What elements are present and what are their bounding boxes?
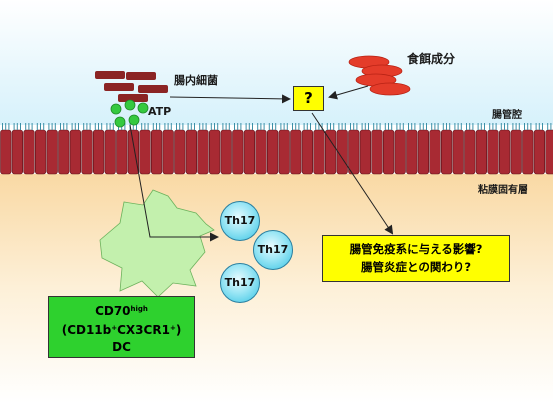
effect-question-line2: 腸管炎症との関わり? — [360, 260, 472, 274]
gut-bacteria-label: 腸内細菌 — [174, 74, 218, 87]
epithelial-cell — [440, 129, 453, 175]
epithelial-cell — [545, 129, 553, 175]
epithelial-cell — [498, 129, 511, 175]
atp-label: ATP — [148, 105, 172, 118]
bacteria-to-question-arrow — [169, 94, 291, 104]
epithelial-cell — [278, 129, 290, 175]
epithelial-cell — [290, 129, 302, 175]
epithelial-cell — [34, 129, 47, 175]
epithelial-cell — [104, 129, 116, 175]
epithelial-cell — [0, 129, 12, 175]
immune-effect-box: 腸管免疫系に与える影響? 腸管炎症との関わり? — [322, 235, 510, 282]
dc-marker-line1: CD70high — [95, 304, 148, 318]
epithelial-cell — [429, 129, 441, 175]
epithelial-cell — [220, 129, 232, 175]
dc-marker-line2: (CD11b+CX3CR1+) — [61, 323, 182, 337]
epithelial-cell — [301, 129, 314, 175]
epithelial-cell — [359, 129, 372, 175]
epithelial-cell — [348, 129, 360, 175]
epithelial-cell — [116, 129, 128, 175]
food-component-icon — [348, 55, 411, 96]
epithelial-cell — [23, 129, 35, 175]
th17-cell-3: Th17 — [220, 263, 260, 303]
lumen-region — [0, 0, 553, 125]
epithelial-cell — [209, 129, 221, 175]
epithelial-cell — [46, 129, 58, 175]
question-to-effect-arrow — [311, 112, 394, 235]
epithelial-cell — [232, 129, 244, 175]
epithelial-cell — [185, 129, 198, 175]
epithelial-cell — [487, 129, 499, 175]
effect-question-line1: 腸管免疫系に与える影響? — [349, 242, 483, 256]
dc-cell-type: DC — [112, 340, 131, 354]
th17-cell-1: Th17 — [220, 201, 260, 241]
epithelial-cell — [266, 129, 279, 175]
epithelial-cell — [394, 129, 406, 175]
lumen-label: 腸管腔 — [492, 110, 522, 121]
epithelium-layer — [0, 123, 553, 175]
epithelial-cell — [151, 129, 163, 175]
epithelial-cell — [464, 129, 476, 175]
epithelial-cell — [475, 129, 488, 175]
question-mark: ? — [304, 89, 313, 107]
epithelial-cell — [69, 129, 81, 175]
epithelial-cell — [406, 129, 418, 175]
epithelial-cell — [313, 129, 325, 175]
epithelial-cell — [452, 129, 464, 175]
unknown-mechanism-box: ? — [293, 86, 324, 111]
epithelial-cell — [174, 129, 186, 175]
dendritic-cell-box: CD70high (CD11b+CX3CR1+) DC — [48, 296, 195, 358]
epithelial-cell — [533, 129, 545, 175]
epithelial-cell — [139, 129, 151, 175]
atp-to-dc-arrow — [129, 124, 219, 242]
epithelial-cell — [93, 129, 105, 175]
th17-label: Th17 — [257, 243, 289, 256]
epithelial-cell — [371, 129, 383, 175]
lamina-propria-label: 粘膜固有層 — [478, 185, 528, 196]
th17-cell-2: Th17 — [253, 230, 293, 270]
epithelial-cell — [417, 129, 430, 175]
epithelial-cell — [382, 129, 395, 175]
food-component-label: 食餌成分 — [407, 52, 456, 66]
th17-label: Th17 — [224, 276, 256, 289]
dendritic-cell-shape — [99, 189, 215, 298]
epithelial-cell — [324, 129, 337, 175]
epithelial-cell — [522, 129, 534, 175]
th17-label: Th17 — [224, 214, 256, 227]
lamina-propria-region — [0, 174, 553, 403]
epithelial-cell — [81, 129, 93, 175]
epithelial-cell — [255, 129, 267, 175]
epithelial-cell — [197, 129, 209, 175]
atp-molecules-icon — [110, 99, 149, 128]
epithelial-cell — [510, 129, 522, 175]
epithelial-cell — [58, 129, 70, 175]
epithelial-cell — [243, 129, 256, 175]
gut-bacteria-icon — [95, 71, 168, 102]
epithelial-cell — [162, 129, 174, 175]
epithelial-cell — [11, 129, 24, 175]
food-to-question-arrow — [328, 85, 369, 100]
